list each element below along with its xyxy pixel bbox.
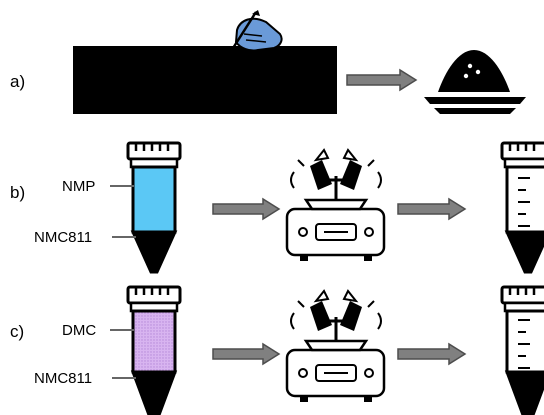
centrifuge-tube-c [126,285,182,415]
scalpel-glove-icon [222,10,283,64]
nmc811-label-b: NMC811 [34,229,93,246]
nmc811-label-c: NMC811 [34,370,93,387]
nmp-label: NMP [62,178,96,195]
arrow-right-icon [397,197,467,221]
graduated-tube-icon [500,141,544,274]
vortex-mixer-icon [285,289,386,402]
arrow-right-icon [212,197,281,221]
row-a-label: a) [10,72,26,91]
row-b-label: b) [10,183,26,202]
arrow-right-icon [346,68,418,92]
arrow-right-icon [397,342,467,366]
arrow-right-icon [212,342,281,366]
row-c-label: c) [10,322,25,341]
powder-pile-icon [424,50,526,114]
electrode-sheet [73,46,337,114]
graduated-tube-icon [500,285,544,415]
centrifuge-tube-b [126,141,182,274]
dmc-label: DMC [62,322,97,339]
vortex-mixer-icon [285,148,386,261]
